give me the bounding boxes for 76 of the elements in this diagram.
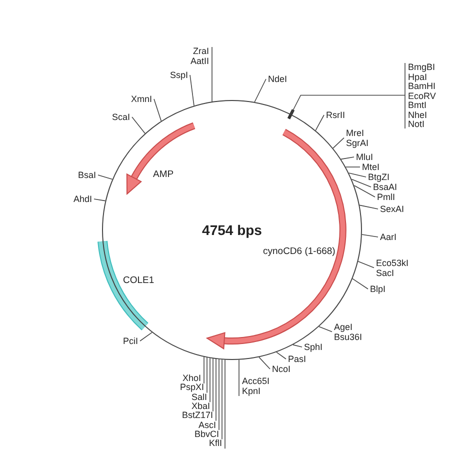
site-label: Acc65I (242, 376, 270, 386)
feature-label: AMP (153, 169, 174, 180)
leader-line (290, 62, 406, 129)
site-label: XhoI (182, 373, 201, 383)
leader-line (132, 116, 146, 134)
site-label: BtgZI (368, 172, 390, 182)
leader-line (362, 234, 378, 238)
leader-line (206, 357, 208, 394)
site-label: AhdI (73, 194, 92, 204)
site-label: AscI (198, 420, 216, 430)
leader-line (351, 178, 372, 188)
site-label: XmnI (130, 94, 152, 104)
feature-label: cynoCD6 (1-668) (263, 246, 336, 257)
site-label: Bsu36I (334, 332, 362, 342)
site-label: PasI (288, 354, 306, 364)
leader-line (98, 174, 113, 180)
site-label: ScaI (112, 112, 130, 122)
site-label: NheI (408, 110, 428, 120)
leader-line (224, 359, 226, 449)
site-label: MluI (356, 152, 374, 162)
site-label: HpaI (408, 72, 428, 82)
leader-line (332, 137, 344, 149)
feature-label: COLE1 (123, 275, 154, 286)
site-label: PmlI (377, 192, 395, 202)
leader-line (345, 166, 360, 168)
site-label: PspXI (180, 382, 204, 392)
leader-line (276, 352, 286, 360)
site-label: NdeI (268, 74, 288, 84)
site-label: KflI (208, 438, 222, 448)
site-label: SspI (170, 70, 188, 80)
site-label: ZraI (192, 46, 209, 56)
site-label: BlpI (370, 284, 386, 294)
leader-line (212, 358, 214, 412)
site-label: BstZ17I (182, 410, 213, 420)
leader-line (358, 261, 374, 268)
site-label: Eco53kI (376, 258, 409, 268)
leader-line (190, 74, 194, 106)
leader-line (340, 156, 354, 160)
leader-line (352, 278, 368, 290)
site-label: KpnI (242, 386, 261, 396)
plasmid-size: 4754 bps (201, 222, 263, 238)
site-label: BbvCI (194, 428, 219, 439)
leader-line (154, 98, 162, 122)
site-label: BsaAI (373, 182, 398, 192)
site-label: EcoRV (408, 90, 436, 100)
leader-line (315, 114, 324, 131)
leader-line (359, 204, 378, 210)
leader-line (258, 356, 270, 370)
leader-line (94, 198, 106, 202)
site-label: SgrAI (346, 138, 369, 148)
site-label: AarI (380, 232, 397, 242)
site-label: SalI (191, 392, 207, 402)
leader-line (318, 326, 332, 332)
leader-line (348, 172, 366, 178)
site-label: BsaI (78, 170, 96, 180)
site-label: BmtI (408, 100, 427, 110)
site-label: NcoI (272, 364, 291, 374)
site-label: BmgBI (408, 62, 436, 72)
leader-line (218, 358, 220, 430)
site-label: AgeI (334, 322, 353, 332)
leader-line (140, 332, 152, 342)
site-label: SexAI (380, 204, 404, 214)
leader-line (292, 344, 302, 348)
site-label: PciI (122, 336, 138, 346)
leader-line (254, 78, 266, 102)
site-label: SacI (376, 268, 394, 278)
site-label: XbaI (191, 400, 210, 411)
site-label: MteI (362, 162, 380, 172)
leader-line (354, 185, 376, 198)
site-label: MreI (346, 128, 364, 138)
site-label: RsrII (326, 110, 345, 120)
site-label: NotI (408, 119, 425, 129)
site-label: AatII (190, 56, 209, 66)
site-label: SphI (304, 342, 323, 352)
site-label: BamHI (408, 81, 436, 91)
leader-line (238, 359, 240, 396)
